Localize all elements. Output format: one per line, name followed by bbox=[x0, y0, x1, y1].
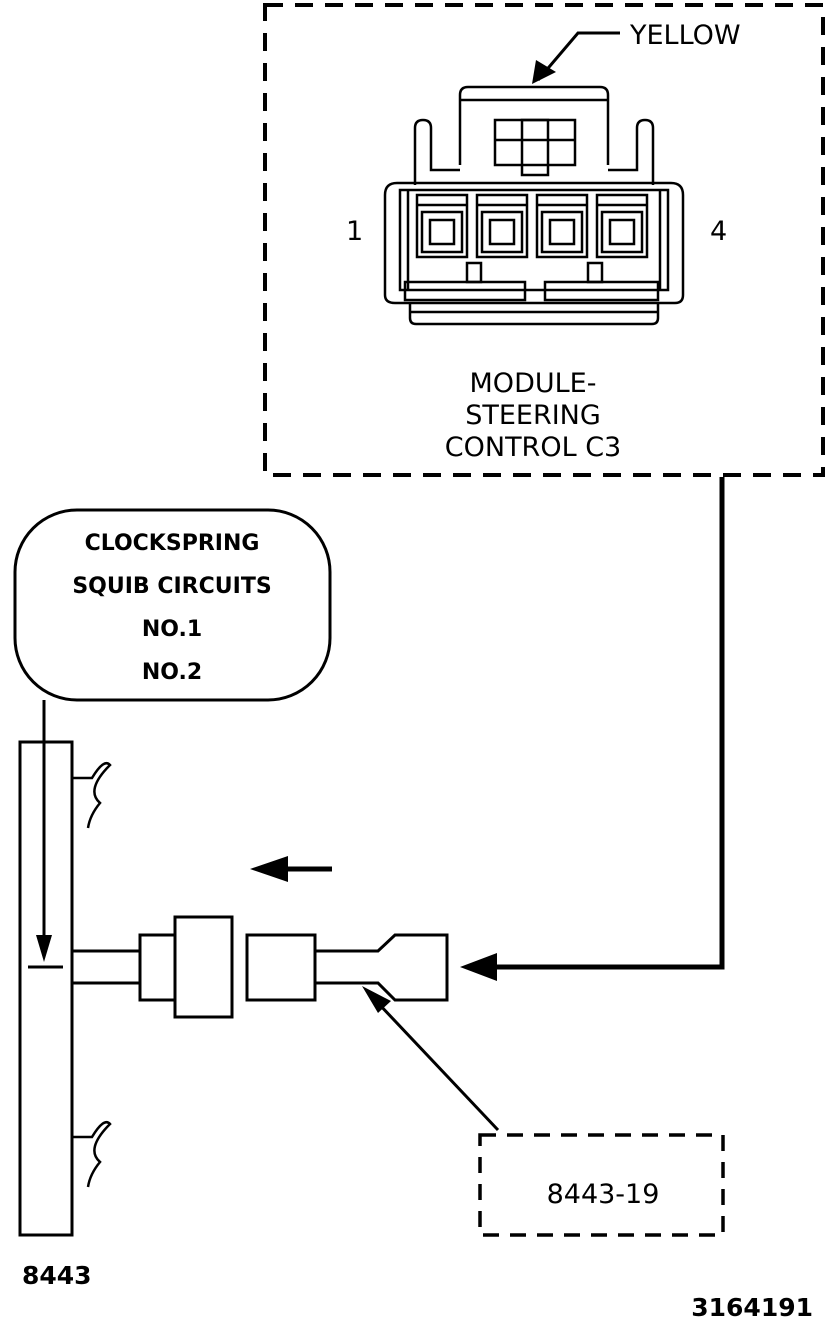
tool-break-mark-top bbox=[72, 761, 112, 829]
clockspring-box bbox=[13, 508, 332, 702]
yellow-leader-line bbox=[536, 31, 620, 81]
adapter-label-box bbox=[478, 1133, 725, 1237]
connector-drawing bbox=[383, 85, 685, 326]
adapter-leader-line bbox=[376, 1001, 500, 1132]
connector-title-line-3: CONTROL C3 bbox=[445, 432, 621, 463]
connection-lead-line bbox=[495, 477, 725, 970]
yellow-leader-arrowhead bbox=[532, 60, 556, 84]
terminal-cavities bbox=[415, 193, 649, 259]
connector-callout-box bbox=[263, 3, 825, 477]
connector-title-line-2: STEERING bbox=[465, 400, 601, 431]
pin-number-last: 4 bbox=[710, 216, 727, 247]
tool-number-label: 8443 bbox=[22, 1261, 92, 1290]
figure-number: 3164191 bbox=[691, 1293, 813, 1322]
connection-lead-arrowhead bbox=[460, 953, 497, 981]
insert-direction-arrowhead bbox=[250, 856, 288, 882]
clockspring-line-1: CLOCKSPRING bbox=[85, 531, 260, 556]
clockspring-pointer-arrowhead bbox=[36, 935, 52, 962]
adapter-8443-19-drawing bbox=[245, 933, 449, 1002]
connector-color-label: YELLOW bbox=[629, 20, 741, 51]
adapter-number-label: 8443-19 bbox=[547, 1179, 660, 1210]
tool-8443-body bbox=[18, 740, 74, 1237]
clockspring-line-2: SQUIB CIRCUITS bbox=[72, 574, 271, 599]
tool-plug-assembly bbox=[72, 915, 234, 1019]
clockspring-line-3: NO.1 bbox=[142, 617, 202, 642]
connector-title-line-1: MODULE- bbox=[470, 368, 597, 399]
adapter-leader-arrowhead bbox=[362, 986, 391, 1013]
tool-break-mark-bottom bbox=[72, 1120, 112, 1188]
pin-number-first: 1 bbox=[346, 216, 363, 247]
clockspring-line-4: NO.2 bbox=[142, 660, 202, 685]
